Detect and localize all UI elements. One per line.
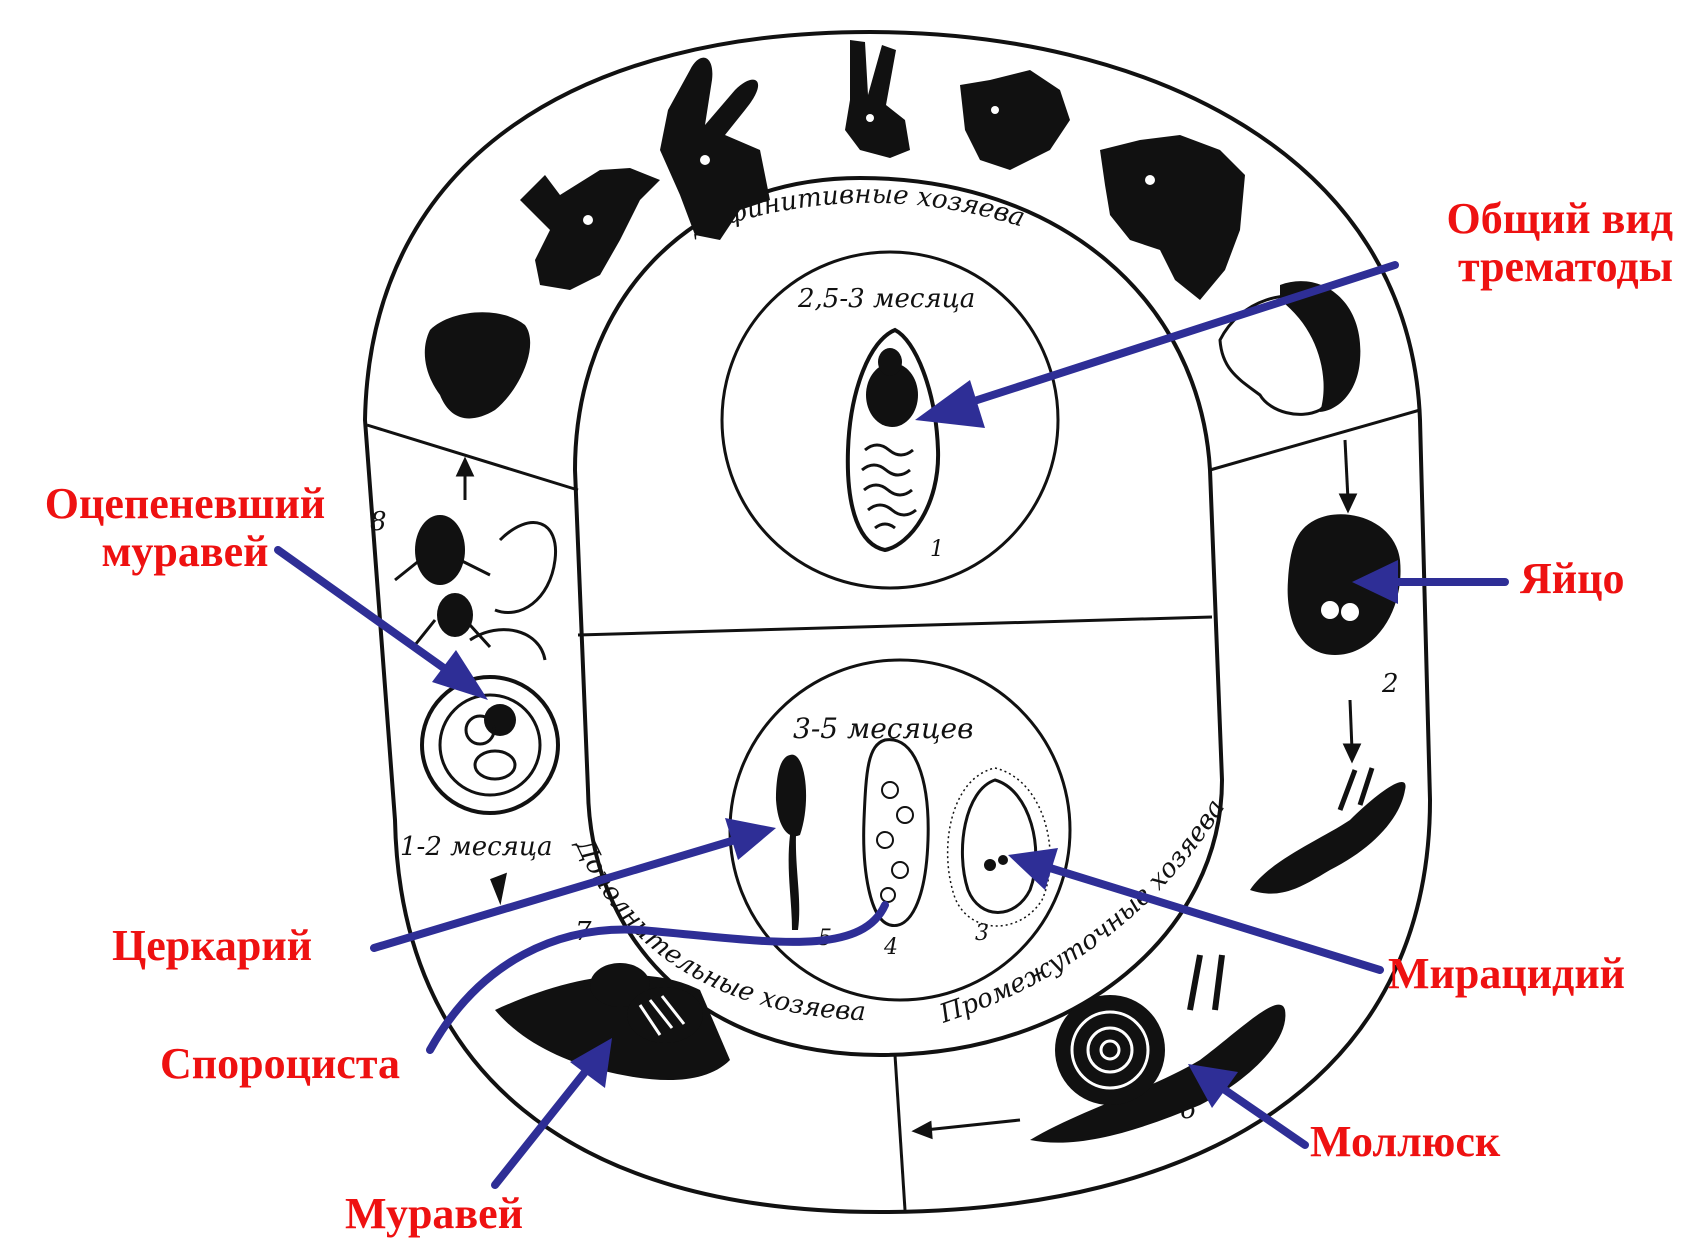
cow-head-icon bbox=[520, 168, 660, 290]
label-adult: Общий вид трематоды bbox=[1390, 195, 1673, 291]
label-adult-line2: трематоды bbox=[1390, 243, 1673, 291]
duration-adult: 2,5-3 месяца bbox=[797, 284, 975, 314]
rabbit-head-icon bbox=[845, 40, 910, 158]
cyst-icon bbox=[422, 677, 558, 813]
label-mollusk: Моллюск bbox=[1310, 1118, 1500, 1166]
label-sporocyst: Спороциста bbox=[160, 1040, 400, 1088]
label-egg: Яйцо bbox=[1520, 555, 1624, 603]
sporocyst-icon bbox=[864, 740, 928, 926]
label-ant-stupor-line2: муравей bbox=[5, 528, 365, 576]
label-ant: Муравей bbox=[345, 1190, 523, 1238]
divider-bottom bbox=[895, 1055, 905, 1210]
miracidium-icon bbox=[948, 768, 1051, 926]
arrow-mollusk bbox=[1188, 1064, 1305, 1145]
label-cercaria: Церкарий bbox=[112, 922, 312, 970]
stage-number-1: 1 bbox=[930, 537, 944, 562]
larvae-circle bbox=[730, 660, 1070, 1000]
label-ant-stupor-line1: Оцепеневший bbox=[5, 480, 365, 528]
divider-upper-right bbox=[1210, 410, 1420, 470]
duration-ant: 1-2 месяца bbox=[400, 832, 553, 862]
label-adult-line1: Общий вид bbox=[1390, 195, 1673, 243]
stupored-ant-icon bbox=[395, 515, 556, 660]
sheep-head-icon bbox=[425, 312, 530, 418]
arrow-ant bbox=[495, 1038, 612, 1185]
divider-center bbox=[578, 617, 1212, 635]
cercaria-icon bbox=[776, 755, 806, 930]
stage-number-4: 4 bbox=[883, 935, 898, 960]
stage-number-2: 2 bbox=[1381, 669, 1399, 699]
label-ant-stupor: Оцепеневший муравей bbox=[5, 480, 365, 576]
mollusk-icon bbox=[1030, 955, 1285, 1143]
adult-trematode bbox=[848, 330, 938, 550]
small-snail-icon bbox=[1250, 768, 1406, 894]
stage-number-8: 8 bbox=[370, 507, 387, 537]
divider-upper-left bbox=[367, 425, 578, 490]
bear-head-icon bbox=[960, 70, 1070, 170]
label-miracidium: Мирацидий bbox=[1388, 950, 1625, 998]
